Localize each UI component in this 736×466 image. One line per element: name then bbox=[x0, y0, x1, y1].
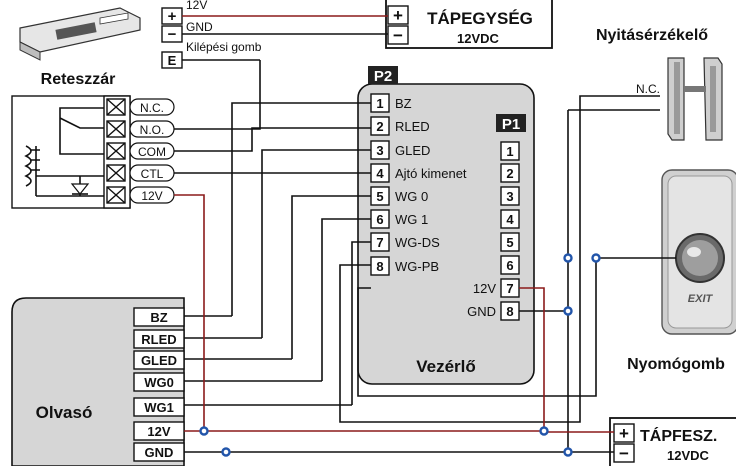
lock-terminal-com-label: COM bbox=[138, 145, 166, 159]
p2-label-wg0: WG 0 bbox=[395, 189, 428, 204]
p2-label-wg1: WG 1 bbox=[395, 212, 428, 227]
controller-name: Vezérlő bbox=[416, 357, 476, 376]
psu-top-minus: − bbox=[393, 26, 403, 45]
lock-terminal-panel bbox=[11, 95, 131, 209]
p2-label-bz: BZ bbox=[395, 96, 412, 111]
door-sensor-nc-label: N.C. bbox=[636, 82, 660, 96]
p2-label: P2 bbox=[374, 68, 392, 85]
reader-pin-bz: BZ bbox=[150, 310, 167, 325]
wire-12v-label: 12V bbox=[186, 0, 207, 12]
p2-pin-2: 2 bbox=[376, 119, 383, 134]
p1-label-12v: 12V bbox=[473, 281, 496, 296]
p2-pin-5: 5 bbox=[376, 189, 383, 204]
p2-pin-7: 7 bbox=[376, 235, 383, 250]
psu-top-title: TÁPEGYSÉG bbox=[427, 9, 533, 28]
p1-label-gnd: GND bbox=[467, 304, 496, 319]
p1-pin-8: 8 bbox=[506, 304, 513, 319]
wire-exit-label: Kilépési gomb bbox=[186, 40, 262, 54]
junction-nodes bbox=[199, 253, 601, 457]
wires bbox=[174, 60, 676, 453]
p2-label-wg-pb: WG-PB bbox=[395, 259, 439, 274]
p2-pin-1: 1 bbox=[376, 96, 383, 111]
reader-pin-12v: 12V bbox=[147, 424, 170, 439]
psu-bottom-voltage: 12VDC bbox=[667, 448, 710, 463]
psu-top-voltage: 12VDC bbox=[457, 31, 500, 46]
p1-pin-6: 6 bbox=[506, 258, 513, 273]
p1-pin-1: 1 bbox=[506, 144, 513, 159]
top-terminal-block: + − E 12V GND Kilépési gomb bbox=[161, 0, 388, 69]
p2-label-rled: RLED bbox=[395, 119, 430, 134]
power-supply-top: + − TÁPEGYSÉG 12VDC bbox=[385, 0, 553, 49]
p2-pin-3: 3 bbox=[376, 143, 383, 158]
reader-pin-wg0: WG0 bbox=[144, 375, 174, 390]
psu-top-plus: + bbox=[393, 6, 403, 25]
p1-label: P1 bbox=[502, 116, 520, 133]
psu-bottom-title: TÁPFESZ. bbox=[640, 426, 717, 445]
lock-terminal-ctl-label: CTL bbox=[141, 167, 164, 181]
terminal-e: E bbox=[168, 53, 177, 68]
door-sensor-image bbox=[667, 57, 723, 141]
p1-pin-7: 7 bbox=[506, 281, 513, 296]
exit-button-name: Nyomógomb bbox=[627, 356, 725, 373]
p2-label-door-out: Ajtó kimenet bbox=[395, 166, 467, 181]
lock-terminal-12v-label: 12V bbox=[141, 189, 162, 203]
p2-pin-8: 8 bbox=[376, 259, 383, 274]
door-sensor-name: Nyitásérzékelő bbox=[596, 27, 708, 44]
p1-pins: 1 2 3 4 5 6 7 8 12V GND bbox=[467, 141, 520, 321]
reader-pin-gnd: GND bbox=[145, 445, 174, 460]
controller-panel: P2 P1 Vezérlő bbox=[357, 66, 535, 385]
reader-pin-gled: GLED bbox=[141, 353, 177, 368]
power-supply-bottom: + − TÁPFESZ. 12VDC bbox=[609, 417, 736, 466]
p2-pin-4: 4 bbox=[376, 166, 384, 181]
p2-label-gled: GLED bbox=[395, 143, 430, 158]
psu-bottom-minus: − bbox=[619, 444, 629, 463]
reader-name: Olvasó bbox=[36, 403, 93, 422]
terminal-minus: − bbox=[168, 26, 177, 43]
lock-terminal-nc bbox=[129, 98, 175, 116]
p1-pin-4: 4 bbox=[506, 212, 514, 227]
p1-pin-3: 3 bbox=[506, 189, 513, 204]
p1-pin-5: 5 bbox=[506, 235, 513, 250]
p2-pins: 1 2 3 4 5 6 7 8 BZ RLED GLED Ajtó kimene… bbox=[370, 93, 467, 276]
psu-bottom-plus: + bbox=[619, 424, 629, 443]
lock-terminal-nc-label: N.C. bbox=[140, 101, 164, 115]
terminal-plus: + bbox=[168, 8, 177, 25]
exit-button-image: EXIT bbox=[661, 169, 736, 335]
wire-gnd-label: GND bbox=[186, 20, 213, 34]
lock-terminal-no-label: N.O. bbox=[140, 123, 165, 137]
lock-image bbox=[19, 7, 141, 61]
exit-caption: EXIT bbox=[688, 293, 714, 305]
reader-pin-wg1: WG1 bbox=[144, 400, 174, 415]
p2-label-wg-ds: WG-DS bbox=[395, 235, 440, 250]
lock-terminals: N.C. N.O. COM CTL 12V bbox=[129, 98, 175, 204]
lock-name: Reteszzár bbox=[41, 71, 116, 88]
reader-pin-rled: RLED bbox=[141, 332, 176, 347]
p1-pin-2: 2 bbox=[506, 166, 513, 181]
reader-panel: Olvasó BZ RLED GLED WG0 WG1 12V GND bbox=[11, 297, 185, 466]
p2-pin-6: 6 bbox=[376, 212, 383, 227]
